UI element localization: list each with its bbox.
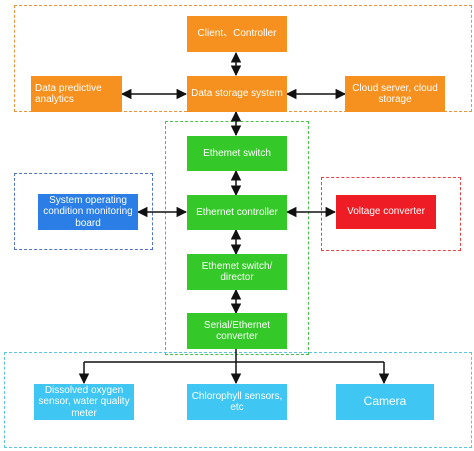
ethernet-switch-director-node: Ethemet switch/ director	[187, 254, 287, 290]
serial-ethernet-converter-node: Serial/Ethernet converter	[187, 313, 287, 349]
data-storage-system-node: Data storage system	[187, 76, 287, 112]
voltage-converter-node: Voltage converter	[336, 195, 436, 229]
ethernet-controller-node: Ethernet controller	[187, 195, 287, 230]
client-controller-node: Client、Controller	[187, 16, 287, 52]
cloud-server-storage-node: Cloud server, cloud storage	[345, 76, 445, 112]
system-operating-monitoring-node: System operating condition monitoring bo…	[38, 194, 138, 230]
ethernet-switch-node: Ethemet switch	[187, 136, 287, 171]
dissolved-oxygen-sensor-node: Dissolved oxygen sensor, water quality m…	[34, 384, 134, 420]
chlorophyll-sensors-node: Chlorophyll sensors, etc	[187, 384, 287, 420]
data-predictive-analytics-node: Data predictive analytics	[31, 76, 122, 112]
camera-node: Camera	[336, 384, 434, 420]
sensor-layer-group	[4, 352, 472, 448]
